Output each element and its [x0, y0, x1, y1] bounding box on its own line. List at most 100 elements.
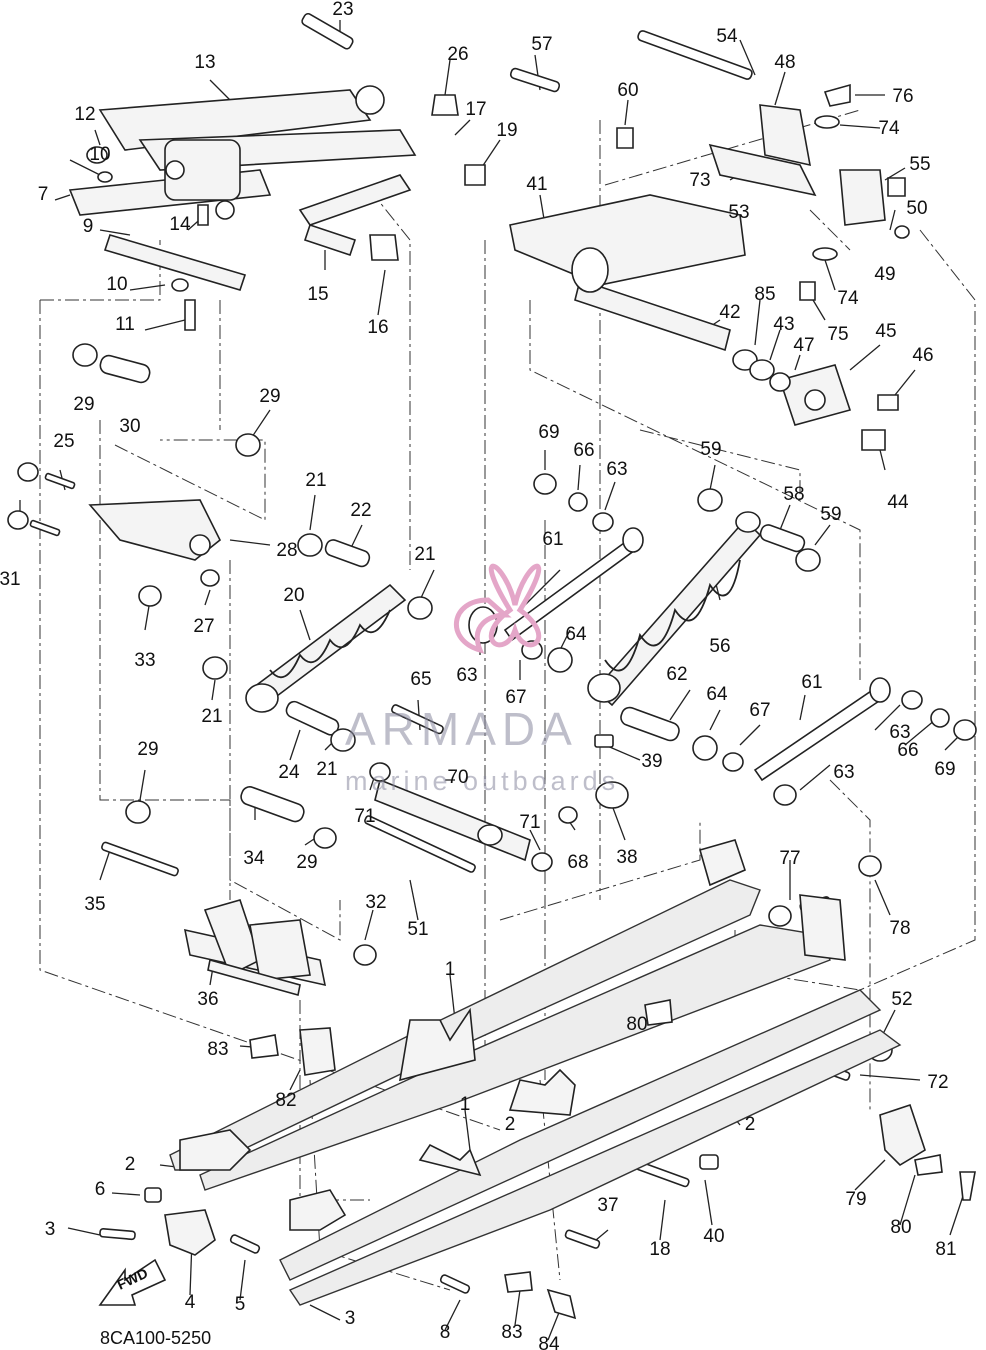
part-label-13: 13: [194, 52, 215, 73]
part-label-4: 4: [185, 1292, 196, 1313]
watermark-title: ARMADA: [345, 703, 578, 755]
part-label-47: 47: [793, 335, 814, 356]
part-label-56: 56: [709, 636, 730, 657]
rear-pivot-assembly: [183, 899, 327, 997]
watermark-subtitle: marine outboards: [345, 766, 619, 796]
watermark: ARMADA marine outboards: [345, 563, 619, 796]
part-label-63: 63: [606, 459, 627, 480]
part-label-62: 62: [666, 664, 687, 685]
part-label-37: 37: [597, 1195, 618, 1216]
part-label-52: 52: [891, 989, 912, 1010]
part-label-63: 63: [456, 665, 477, 686]
watermark-butterfly-logo: [453, 563, 542, 654]
part-label-2: 2: [745, 1114, 756, 1135]
bushings: [7, 343, 977, 1062]
part-label-34: 34: [243, 848, 265, 869]
part-label-59: 59: [700, 439, 721, 460]
front-stopper: [164, 1209, 216, 1256]
part-label-2: 2: [125, 1154, 136, 1175]
part-label-3: 3: [45, 1219, 56, 1240]
part-label-40: 40: [703, 1226, 724, 1247]
part-label-36: 36: [197, 989, 218, 1010]
part-label-75: 75: [827, 324, 848, 345]
part-label-27: 27: [193, 616, 214, 637]
part-label-53: 53: [728, 202, 749, 223]
slide-rails: [169, 839, 976, 1320]
part-label-30: 30: [119, 416, 140, 437]
part-label-28: 28: [276, 540, 297, 561]
part-label-26: 26: [447, 44, 468, 65]
part-label-12: 12: [74, 104, 95, 125]
part-label-61: 61: [542, 529, 563, 550]
part-label-44: 44: [887, 492, 909, 513]
fwd-direction-arrow: FWD: [98, 1258, 167, 1306]
part-label-42: 42: [719, 302, 740, 323]
part-label-49: 49: [874, 264, 895, 285]
part-label-14: 14: [169, 214, 191, 235]
part-label-84: 84: [538, 1334, 560, 1350]
part-label-76: 76: [892, 86, 913, 107]
part-label-1: 1: [460, 1094, 471, 1115]
part-label-31: 31: [0, 569, 21, 590]
part-label-10: 10: [89, 144, 110, 165]
part-label-74: 74: [878, 118, 900, 139]
part-label-11: 11: [115, 314, 135, 335]
part-label-33: 33: [134, 650, 155, 671]
part-label-23: 23: [332, 0, 353, 20]
part-label-64: 64: [565, 624, 587, 645]
part-label-66: 66: [897, 740, 918, 761]
part-label-60: 60: [617, 80, 638, 101]
front-arm-assembly: [68, 12, 486, 331]
part-label-16: 16: [367, 317, 388, 338]
part-label-21: 21: [414, 544, 435, 565]
reference-code: 8CA100-5250: [100, 1328, 211, 1348]
part-label-50: 50: [906, 198, 927, 219]
part-label-64: 64: [706, 684, 728, 705]
part-label-29: 29: [73, 394, 94, 415]
part-label-3: 3: [345, 1308, 356, 1329]
part-label-46: 46: [912, 345, 933, 366]
part-label-24: 24: [278, 762, 300, 783]
part-label-66: 66: [573, 440, 594, 461]
part-label-63: 63: [833, 762, 854, 783]
part-label-45: 45: [875, 321, 896, 342]
part-label-78: 78: [889, 918, 910, 939]
part-label-81: 81: [935, 1239, 956, 1260]
part-label-32: 32: [365, 892, 386, 913]
part-label-18: 18: [649, 1239, 670, 1260]
part-label-80: 80: [890, 1217, 911, 1238]
part-label-25: 25: [53, 431, 74, 452]
part-label-82: 82: [275, 1090, 296, 1111]
part-label-29: 29: [137, 739, 158, 760]
part-label-58: 58: [783, 484, 804, 505]
part-label-57: 57: [531, 34, 552, 55]
part-label-29: 29: [296, 852, 317, 873]
part-label-38: 38: [616, 847, 637, 868]
part-label-79: 79: [845, 1189, 866, 1210]
rear-arm-assembly: [509, 30, 910, 451]
part-label-71: 71: [519, 812, 540, 833]
part-label-10: 10: [106, 274, 127, 295]
part-label-54: 54: [716, 26, 738, 47]
part-label-7: 7: [38, 184, 49, 205]
part-label-29: 29: [259, 386, 280, 407]
part-label-67: 67: [749, 700, 770, 721]
part-label-73: 73: [689, 170, 710, 191]
part-label-51: 51: [407, 919, 428, 940]
part-label-5: 5: [235, 1294, 246, 1315]
part-label-1: 1: [445, 959, 456, 980]
part-label-35: 35: [84, 894, 105, 915]
part-label-83: 83: [207, 1039, 228, 1060]
part-label-22: 22: [350, 500, 371, 521]
part-label-20: 20: [283, 585, 304, 606]
part-label-83: 83: [501, 1322, 522, 1343]
part-label-72: 72: [927, 1072, 948, 1093]
part-label-21: 21: [201, 706, 222, 727]
part-label-9: 9: [83, 216, 94, 237]
part-label-6: 6: [95, 1179, 106, 1200]
part-label-48: 48: [774, 52, 795, 73]
part-label-67: 67: [505, 687, 526, 708]
part-label-63: 63: [889, 722, 910, 743]
